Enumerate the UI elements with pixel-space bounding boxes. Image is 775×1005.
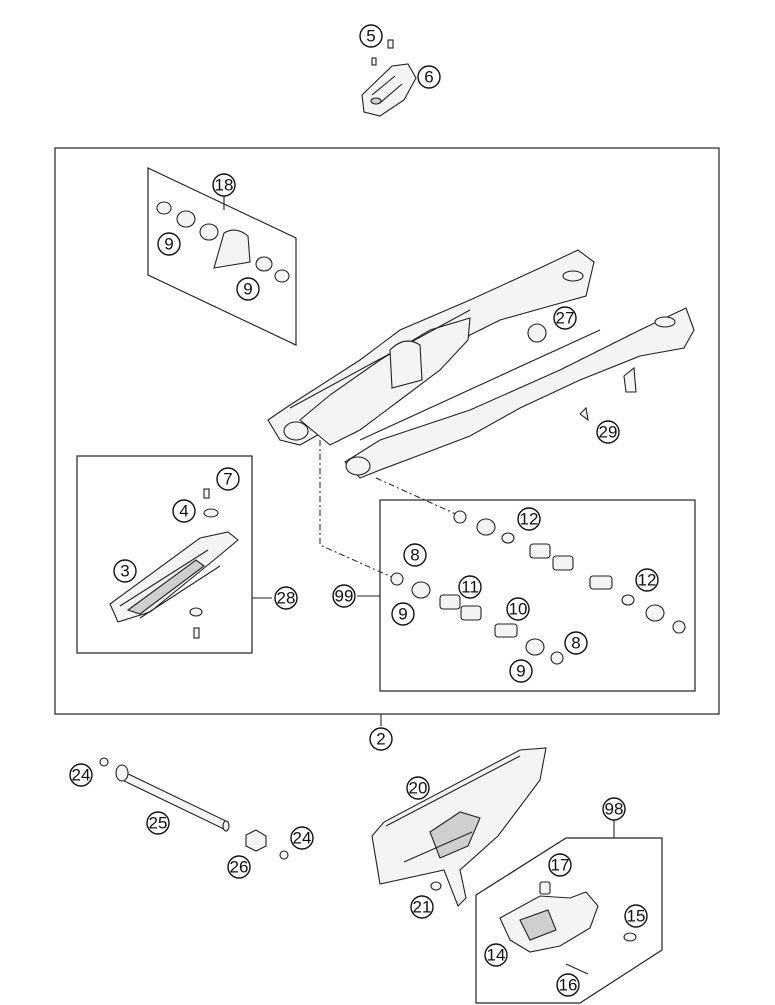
svg-text:26: 26 xyxy=(230,858,249,877)
svg-text:20: 20 xyxy=(409,779,428,798)
svg-text:27: 27 xyxy=(556,309,575,328)
svg-text:9: 9 xyxy=(164,235,173,254)
svg-text:2: 2 xyxy=(376,730,385,749)
svg-text:17: 17 xyxy=(551,856,570,875)
callout-29: 29 xyxy=(596,420,620,444)
swingarm-axle xyxy=(99,757,289,860)
svg-text:8: 8 xyxy=(410,546,419,565)
callout-10: 10 xyxy=(506,597,530,621)
svg-text:98: 98 xyxy=(605,800,624,819)
callout-28: 28 xyxy=(274,586,298,610)
svg-text:8: 8 xyxy=(571,634,580,653)
callout-2: 2 xyxy=(369,727,393,751)
svg-text:21: 21 xyxy=(413,898,432,917)
callout-17: 17 xyxy=(548,853,572,877)
svg-text:9: 9 xyxy=(516,662,525,681)
bushings-panel xyxy=(357,499,696,692)
svg-text:9: 9 xyxy=(398,605,407,624)
callout-4: 4 xyxy=(172,499,196,523)
svg-text:5: 5 xyxy=(366,27,375,46)
callout-16: 16 xyxy=(556,973,580,997)
svg-text:4: 4 xyxy=(179,502,188,521)
callout-12: 12 xyxy=(635,568,659,592)
svg-text:6: 6 xyxy=(424,68,433,87)
swingarm-assembly-frame xyxy=(54,147,720,715)
svg-text:29: 29 xyxy=(599,423,618,442)
callout-9: 9 xyxy=(236,277,260,301)
svg-text:25: 25 xyxy=(149,814,168,833)
chain-guide-kit-panel xyxy=(475,820,663,1004)
callout-12: 12 xyxy=(517,507,541,531)
callout-9: 9 xyxy=(509,659,533,683)
swingarm-body xyxy=(267,249,695,479)
callout-9: 9 xyxy=(157,232,181,256)
callout-8: 8 xyxy=(564,631,588,655)
callout-9: 9 xyxy=(391,602,415,626)
svg-text:7: 7 xyxy=(223,470,232,489)
svg-text:3: 3 xyxy=(120,562,129,581)
svg-text:10: 10 xyxy=(509,600,528,619)
callout-25: 25 xyxy=(146,811,170,835)
svg-text:99: 99 xyxy=(335,587,354,606)
chain-slider-top-part xyxy=(361,39,417,117)
callout-24: 24 xyxy=(69,763,93,787)
callout-26: 26 xyxy=(227,855,251,879)
callout-21: 21 xyxy=(410,895,434,919)
callout-11: 11 xyxy=(458,575,482,599)
bearing-kit-panel xyxy=(147,167,297,346)
svg-text:24: 24 xyxy=(72,766,91,785)
svg-text:9: 9 xyxy=(243,280,252,299)
svg-text:14: 14 xyxy=(487,946,506,965)
svg-text:15: 15 xyxy=(627,907,646,926)
callout-18: 18 xyxy=(212,173,236,197)
svg-text:24: 24 xyxy=(293,829,312,848)
callout-6: 6 xyxy=(417,65,441,89)
callout-7: 7 xyxy=(216,467,240,491)
callout-24: 24 xyxy=(290,826,314,850)
svg-text:11: 11 xyxy=(461,578,479,597)
callout-3: 3 xyxy=(113,559,137,583)
callout-5: 5 xyxy=(359,24,383,48)
svg-text:18: 18 xyxy=(215,176,234,195)
callout-99: 99 xyxy=(332,584,356,608)
callout-14: 14 xyxy=(484,943,508,967)
callout-15: 15 xyxy=(624,904,648,928)
callout-98: 98 xyxy=(602,797,626,821)
callout-8: 8 xyxy=(403,543,427,567)
svg-text:12: 12 xyxy=(520,510,539,529)
chain-guide xyxy=(371,747,547,907)
callout-27: 27 xyxy=(553,306,577,330)
svg-text:12: 12 xyxy=(638,571,657,590)
callout-20: 20 xyxy=(406,776,430,800)
svg-text:28: 28 xyxy=(277,589,296,608)
chain-slider-panel xyxy=(76,455,272,654)
svg-text:16: 16 xyxy=(559,976,578,995)
